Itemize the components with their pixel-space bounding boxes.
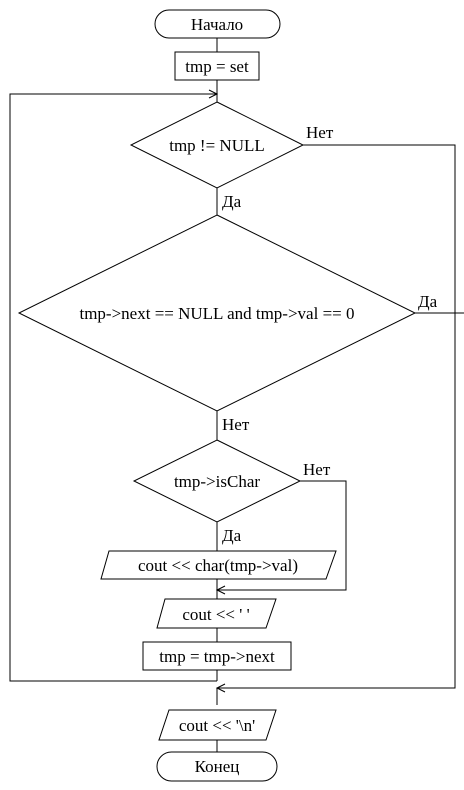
output-newline-label: cout << '\n' [179,716,255,735]
assign-set-block [174,51,260,81]
bypass-line-is-char [217,480,347,591]
end-label: Конец [195,757,240,776]
output-space-label: cout << ' ' [182,605,249,624]
decision-is-char-label: tmp->isChar [174,472,260,491]
decision-last-zero-label: tmp->next == NULL and tmp->val == 0 [79,304,354,323]
assign-next-label: tmp = tmp->next [159,647,275,666]
end-terminator [156,751,278,782]
label-last-zero-yes: Да [418,292,438,311]
label-is-char-yes: Да [222,526,242,545]
label-not-null-no: Нет [306,123,334,142]
start-label: Начало [191,15,243,34]
output-char-label: cout << char(tmp->val) [138,556,298,575]
label-not-null-yes: Да [222,192,242,211]
exit-line-not-null [217,144,456,689]
label-is-char-no: Нет [303,460,331,479]
loop-back-arrowhead [208,89,219,99]
assign-set-label: tmp = set [185,57,249,76]
output-char-block [100,550,337,580]
output-space-block [156,598,277,629]
label-last-zero-no: Нет [222,415,250,434]
loop-back-line [9,93,217,682]
decision-not-null-label: tmp != NULL [169,136,265,155]
output-newline-block [158,709,277,741]
